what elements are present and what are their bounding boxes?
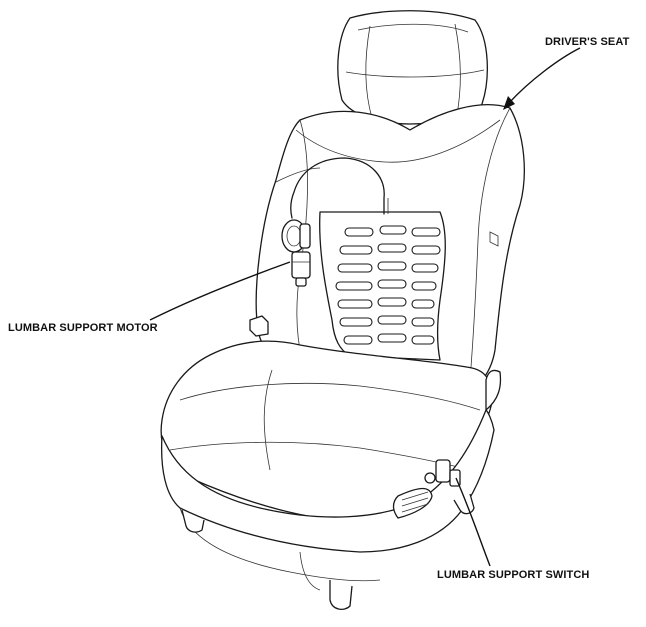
drivers-seat-label: DRIVER'S SEAT	[545, 36, 630, 48]
lumbar-support-switch-label: LUMBAR SUPPORT SWITCH	[437, 569, 590, 581]
lumbar-motor	[281, 219, 311, 287]
lumbar-plate	[290, 157, 446, 361]
motor-cable	[290, 157, 385, 219]
leader-lumbar-motor	[149, 261, 291, 321]
lumbar-support-motor-label: LUMBAR SUPPORT MOTOR	[8, 322, 158, 334]
leader-drivers-seat	[503, 47, 581, 110]
leader-lumbar-switch	[455, 477, 491, 567]
plate-slots	[335, 225, 441, 345]
seat-base	[160, 369, 502, 611]
